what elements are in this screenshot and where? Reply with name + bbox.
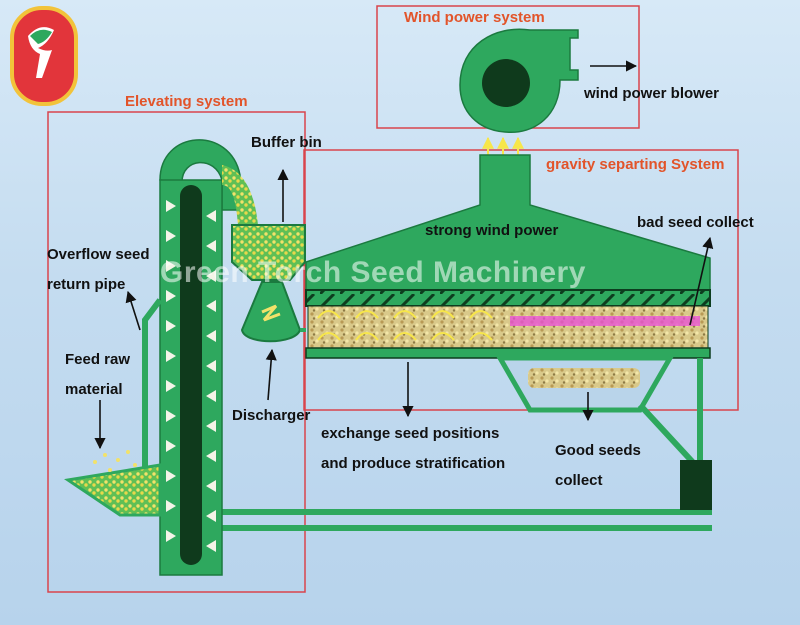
falling-seeds xyxy=(93,450,137,472)
elevator-buckets xyxy=(166,200,216,552)
wind-power-blower-label: wind power blower xyxy=(584,85,720,102)
buffer-bin xyxy=(231,224,306,281)
exchange-label-line1: exchange seed positions xyxy=(321,425,500,442)
gravity-system-frame xyxy=(303,149,739,411)
exchange-label-line2: and produce stratification xyxy=(321,455,506,472)
elevator-belt xyxy=(180,185,202,565)
overflow-pipe-label-line1: Overflow seed xyxy=(47,246,150,263)
elevator-top xyxy=(159,139,241,211)
good-seeds-label-line2: collect xyxy=(555,472,603,489)
good-seed-pile xyxy=(528,368,640,388)
feed-raw-label-line2: material xyxy=(65,381,123,398)
screen-deck-mesh xyxy=(305,289,711,307)
buffer-bin-label: Buffer bin xyxy=(251,134,322,151)
pointer-arrows xyxy=(94,60,714,450)
green-torch-logo-icon xyxy=(10,6,78,106)
elevating-system-title: Elevating system xyxy=(125,93,248,110)
gravity-system-title: gravity separting System xyxy=(546,156,725,173)
elevating-system-frame xyxy=(47,111,306,593)
wind-power-system-title: Wind power system xyxy=(404,9,545,26)
overflow-return-pipe xyxy=(142,298,163,470)
discharger-spiral xyxy=(261,304,281,322)
bad-seed-collect-label: bad seed collect xyxy=(637,214,754,231)
bad-seed-layer xyxy=(510,316,700,326)
overflow-pipe-label-line2: return pipe xyxy=(47,276,126,293)
blower-fan-icon xyxy=(459,28,579,133)
watermark: Green Torch Seed Machinery xyxy=(160,256,586,289)
feed-hopper xyxy=(64,463,162,517)
good-seeds-label-line1: Good seeds xyxy=(555,442,641,459)
seed-layer xyxy=(307,305,709,349)
elevator-outlet-seeds xyxy=(222,165,258,225)
feed-raw-label-line1: Feed raw xyxy=(65,351,131,368)
good-seed-outlet xyxy=(680,460,712,510)
discharger-label: Discharger xyxy=(232,407,311,424)
flow-arrows xyxy=(317,310,493,341)
strong-wind-power-label: strong wind power xyxy=(425,222,559,239)
